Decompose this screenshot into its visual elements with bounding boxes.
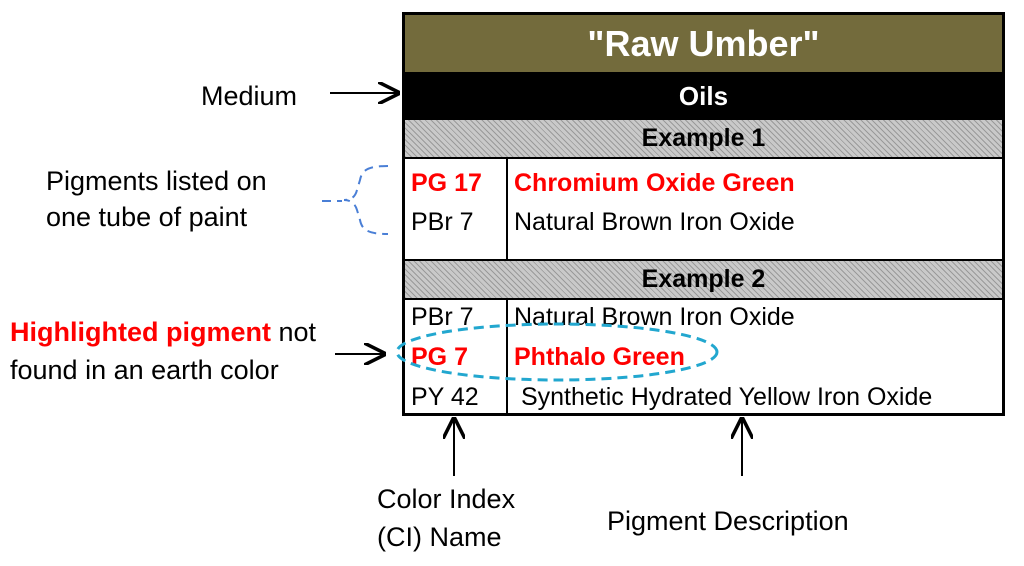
example1-row1-ci: PG 17 (411, 169, 482, 197)
example2-row1-description: Natural Brown Iron Oxide (514, 303, 795, 331)
highlight-annotation-rest: not (270, 317, 317, 347)
medium-band: Oils (405, 74, 1002, 118)
paint-title: "Raw Umber" (405, 15, 1002, 74)
ci-annotation-line2: (CI) Name (377, 522, 502, 552)
ci-annotation-line1: Color Index (377, 484, 516, 514)
paint-label-table: "Raw Umber" Oils Example 1 PG 17 Chromiu… (402, 12, 1005, 416)
medium-annotation: Medium (201, 81, 298, 111)
example1-row1-description: Chromium Oxide Green (514, 169, 795, 197)
example2-row3-description: Synthetic Hydrated Yellow Iron Oxide (514, 383, 933, 411)
highlight-annotation-line2: found in an earth color (10, 355, 279, 385)
pigment-description-annotation: Pigment Description (607, 506, 849, 536)
highlight-annotation-red: Highlighted pigment (10, 317, 271, 347)
pigments-annotation-line2: one tube of paint (46, 202, 248, 232)
example1-header: Example 1 (405, 118, 1002, 159)
highlight-ellipse (395, 322, 719, 382)
example1-row2-ci: PBr 7 (411, 208, 474, 236)
example2-row2-ci: PG 7 (411, 343, 468, 371)
example2-row1-ci: PBr 7 (411, 303, 474, 331)
column-divider-example1 (506, 159, 508, 259)
example2-header: Example 2 (405, 259, 1002, 300)
example2-row2-description: Phthalo Green (514, 343, 685, 371)
example1-row2-description: Natural Brown Iron Oxide (514, 208, 795, 236)
column-divider-example2 (506, 300, 508, 413)
highlight-annotation-line1: Highlighted pigment not (10, 315, 316, 349)
pigments-bracket (343, 165, 389, 235)
example2-row3-ci: PY 42 (411, 383, 479, 411)
pigments-annotation-line1: Pigments listed on (46, 166, 267, 196)
